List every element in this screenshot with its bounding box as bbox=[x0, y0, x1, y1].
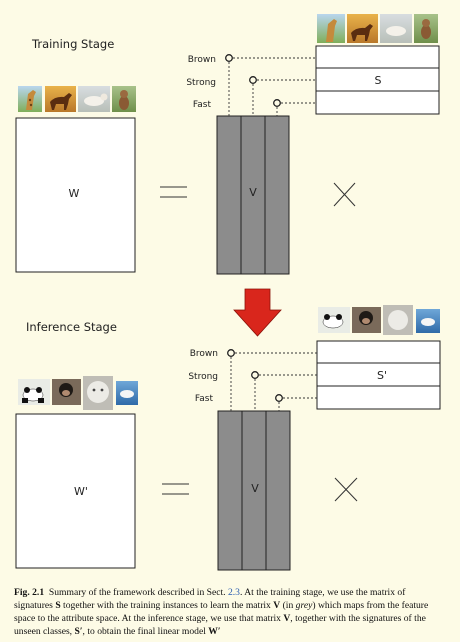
s-prime-matrix bbox=[316, 340, 441, 410]
times-sign-inference bbox=[334, 477, 358, 502]
chimpanzee-photo bbox=[352, 307, 381, 333]
symbol-s: S bbox=[55, 600, 61, 611]
caption-text-7: , to obtain the final linear model bbox=[82, 626, 209, 637]
goat-photo bbox=[78, 86, 110, 112]
caption-text-3: together with the training instances to … bbox=[60, 600, 274, 611]
inference-attribute-links bbox=[230, 352, 317, 411]
stage-transition-arrow bbox=[233, 288, 282, 337]
equals-sign bbox=[160, 186, 187, 198]
training-stage-title: Training Stage bbox=[31, 37, 114, 51]
panda-photo bbox=[18, 379, 50, 405]
v-matrix-inference-label: V bbox=[251, 482, 259, 495]
chimpanzee-photo bbox=[52, 379, 81, 405]
inference-attr-fast: Fast bbox=[195, 394, 214, 404]
v-matrix bbox=[216, 115, 290, 275]
figure-caption: Fig. 2.1 Summary of the framework descri… bbox=[14, 586, 446, 638]
s-matrix bbox=[315, 45, 440, 115]
symbol-v: V bbox=[273, 600, 281, 611]
caption-text-6: , together with the signatures of the un… bbox=[14, 613, 426, 637]
training-attribute-links bbox=[228, 57, 316, 116]
rat-photo bbox=[416, 309, 440, 333]
training-attr-fast: Fast bbox=[193, 100, 212, 110]
figure-label: Fig. 2.1 bbox=[14, 587, 45, 598]
s-prime-matrix-label: S' bbox=[377, 369, 387, 382]
caption-text-4: (in bbox=[280, 600, 296, 611]
inference-stage-title: Inference Stage bbox=[26, 320, 117, 334]
panda-photo bbox=[318, 307, 350, 333]
symbol-w-prime: W′ bbox=[208, 626, 221, 637]
inference-attribute-nodes bbox=[227, 349, 283, 402]
section-link[interactable]: 2.3 bbox=[227, 587, 240, 598]
s-matrix-label: S bbox=[375, 74, 382, 87]
training-attr-strong: Strong bbox=[186, 78, 216, 88]
training-image-strip bbox=[18, 86, 136, 112]
training-image-strip-s bbox=[317, 14, 438, 43]
monkey-photo bbox=[414, 14, 438, 43]
framework-figure: Training Stage W bbox=[15, 14, 441, 571]
w-prime-matrix bbox=[15, 413, 136, 569]
giraffe-photo bbox=[18, 86, 42, 112]
horse-photo bbox=[45, 86, 76, 112]
inference-image-strip bbox=[18, 376, 138, 410]
inference-attr-strong: Strong bbox=[188, 372, 218, 382]
v-matrix-inference bbox=[217, 410, 291, 571]
symbol-s-prime: S′ bbox=[74, 626, 83, 637]
goat-photo bbox=[380, 14, 412, 43]
times-sign bbox=[333, 182, 356, 207]
w-matrix bbox=[15, 117, 136, 273]
grey-word: grey bbox=[295, 600, 313, 611]
caption-text-2: . At the training stage, we use the matr… bbox=[14, 587, 406, 611]
symbol-v-2: V bbox=[283, 613, 291, 624]
w-matrix-label: W bbox=[69, 187, 80, 200]
persian-cat-photo bbox=[83, 376, 113, 410]
v-matrix-label: V bbox=[249, 186, 257, 199]
caption-text-5: ) which maps from the feature space to t… bbox=[14, 600, 429, 624]
w-prime-matrix-label: W' bbox=[74, 485, 88, 498]
horse-photo bbox=[347, 14, 378, 43]
caption-text-1: Summary of the framework described in Se… bbox=[48, 587, 228, 598]
equals-sign-inference bbox=[162, 483, 189, 495]
inference-attr-brown: Brown bbox=[190, 349, 218, 359]
training-attribute-nodes bbox=[225, 54, 281, 107]
inference-image-strip-s bbox=[318, 305, 440, 335]
rat-photo bbox=[116, 381, 138, 405]
persian-cat-photo bbox=[383, 305, 413, 335]
training-attr-brown: Brown bbox=[188, 55, 216, 65]
monkey-photo bbox=[112, 86, 136, 112]
giraffe-photo bbox=[317, 14, 345, 43]
